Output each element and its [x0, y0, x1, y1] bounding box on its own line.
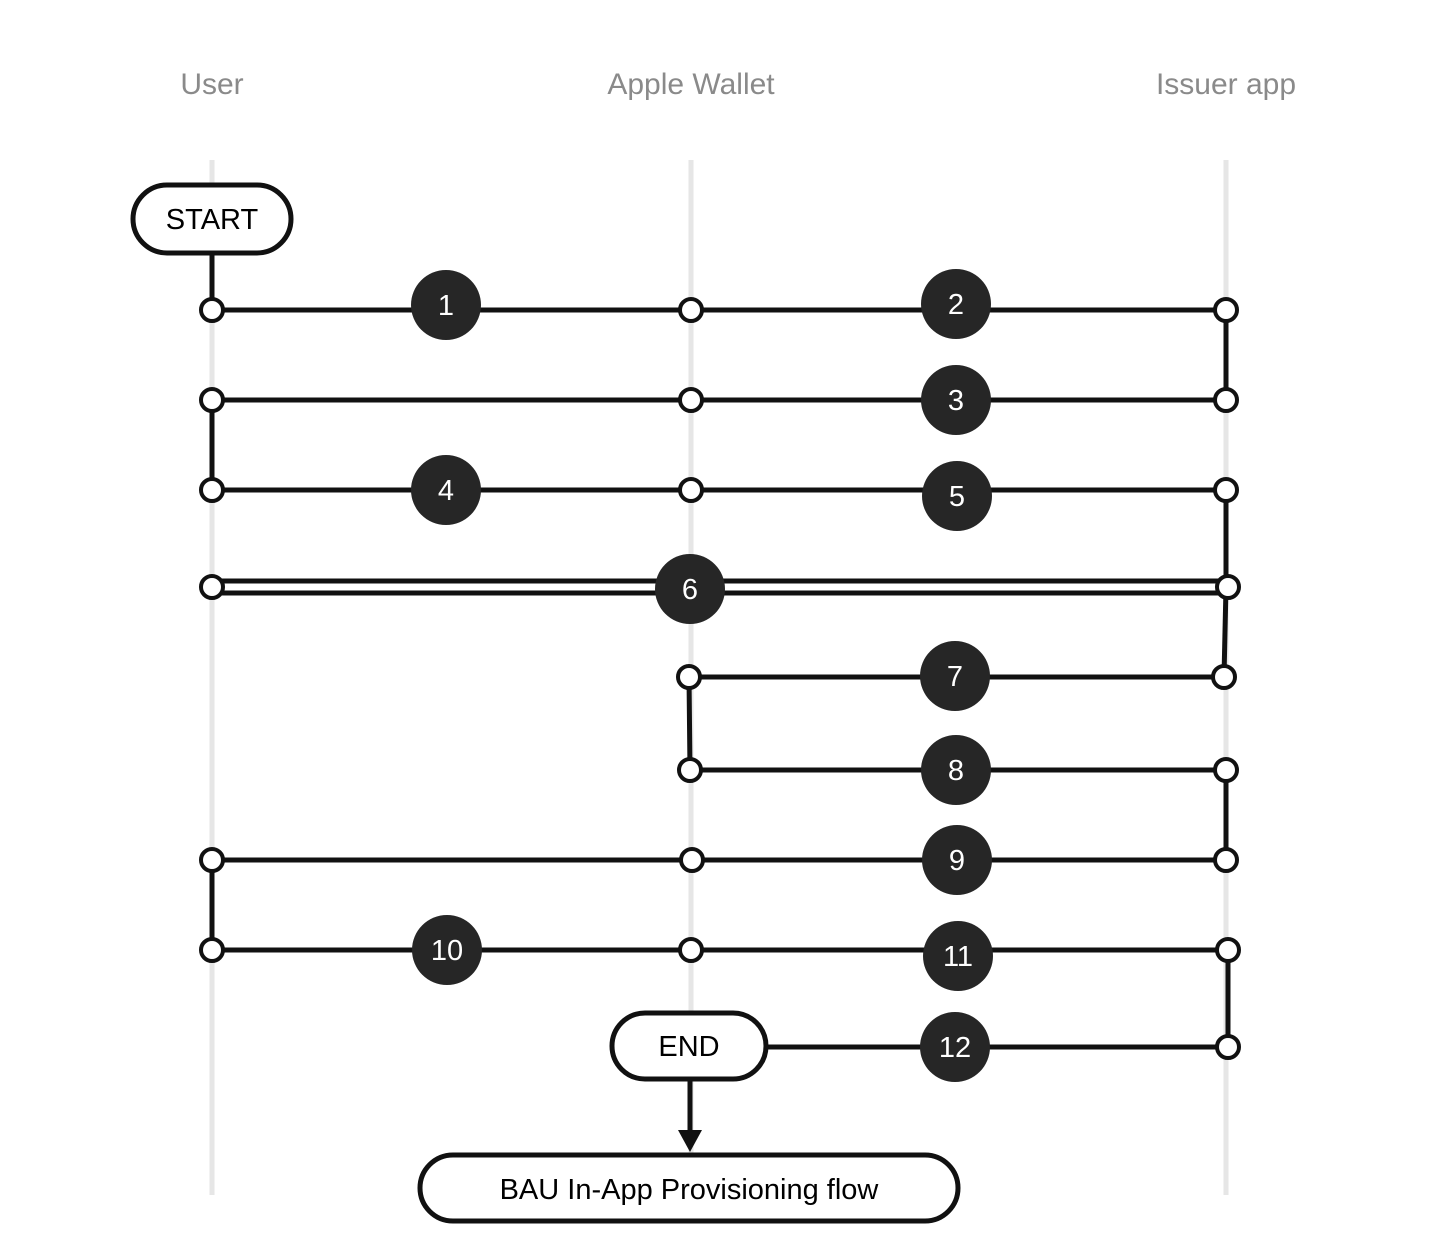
arrow-head-icon — [678, 1130, 702, 1152]
junction-node — [1213, 847, 1239, 873]
junction-node — [1213, 477, 1239, 503]
step-number: 10 — [431, 935, 463, 967]
junction-node — [1215, 1034, 1241, 1060]
junction-node — [199, 297, 225, 323]
junction-node — [1213, 757, 1239, 783]
step-number: 7 — [947, 661, 963, 693]
step-badge-8: 8 — [921, 735, 991, 805]
step-number: 1 — [438, 290, 454, 322]
next-flow-terminal: BAU In-App Provisioning flow — [417, 1152, 961, 1224]
step-badge-10: 10 — [412, 915, 482, 985]
junction-node — [677, 757, 703, 783]
lane-title-user: User — [180, 68, 243, 101]
next-flow-box — [417, 1152, 961, 1224]
start-terminal-box — [130, 182, 294, 256]
end-label: END — [658, 1031, 719, 1063]
junction-node — [1211, 664, 1237, 690]
step-badge-circle — [412, 915, 482, 985]
step-number: 6 — [682, 574, 698, 606]
next-flow-label: BAU In-App Provisioning flow — [500, 1174, 880, 1206]
junction-node — [678, 297, 704, 323]
step-badge-circle — [920, 641, 990, 711]
lane-title-wallet: Apple Wallet — [607, 68, 775, 101]
step-badge-circle — [921, 735, 991, 805]
step-number: 8 — [948, 755, 964, 787]
junction-node — [678, 387, 704, 413]
junction-node — [199, 937, 225, 963]
step-badge-circle — [655, 554, 725, 624]
step-badges: 1 2 3 4 5 6 7 8 — [411, 269, 993, 1082]
junction-node — [679, 847, 705, 873]
connector-wallet-5-6 — [686, 674, 693, 773]
step-number: 11 — [943, 941, 973, 973]
step-badge-circle — [411, 270, 481, 340]
step-badge-2: 2 — [921, 269, 991, 339]
junction-node — [676, 664, 702, 690]
end-terminal: END — [609, 1010, 769, 1082]
step-badge-circle — [921, 365, 991, 435]
junction-node — [199, 387, 225, 413]
step-badge-circle — [411, 455, 481, 525]
connector-issuer-4-5 — [1221, 584, 1229, 680]
junction-node — [678, 937, 704, 963]
step-badge-circle — [920, 1012, 990, 1082]
lane-title-issuer: Issuer app — [1156, 68, 1296, 101]
step-number: 12 — [939, 1032, 971, 1064]
step-badge-9: 9 — [922, 825, 992, 895]
junction-nodes — [199, 297, 1241, 1060]
end-terminal-box — [609, 1010, 769, 1082]
step-badge-7: 7 — [920, 641, 990, 711]
step-badge-4: 4 — [411, 455, 481, 525]
step-badge-6: 6 — [655, 554, 725, 624]
start-label: START — [166, 204, 259, 236]
step-number: 5 — [949, 481, 965, 513]
junction-node — [199, 477, 225, 503]
step-badge-circle — [923, 921, 993, 991]
junction-node — [1213, 297, 1239, 323]
step-badge-5: 5 — [922, 461, 992, 531]
junction-node — [1213, 387, 1239, 413]
step-number: 3 — [948, 385, 964, 417]
step-number: 9 — [949, 845, 965, 877]
step-number: 4 — [438, 475, 454, 507]
lane-titles: User Apple Wallet Issuer app — [180, 68, 1296, 101]
step-badge-circle — [921, 269, 991, 339]
step-badge-3: 3 — [921, 365, 991, 435]
flow-connectors — [209, 250, 1231, 1137]
junction-node — [678, 477, 704, 503]
junction-node — [199, 574, 225, 600]
step-badge-11: 11 — [923, 921, 993, 991]
junction-node — [1215, 937, 1241, 963]
step-badge-1: 1 — [411, 270, 481, 340]
junction-node — [1215, 574, 1241, 600]
step-badge-circle — [922, 461, 992, 531]
step-number: 2 — [948, 289, 964, 321]
start-terminal: START — [130, 182, 294, 256]
step-badge-circle — [922, 825, 992, 895]
junction-node — [199, 847, 225, 873]
step-badge-12: 12 — [920, 1012, 990, 1082]
